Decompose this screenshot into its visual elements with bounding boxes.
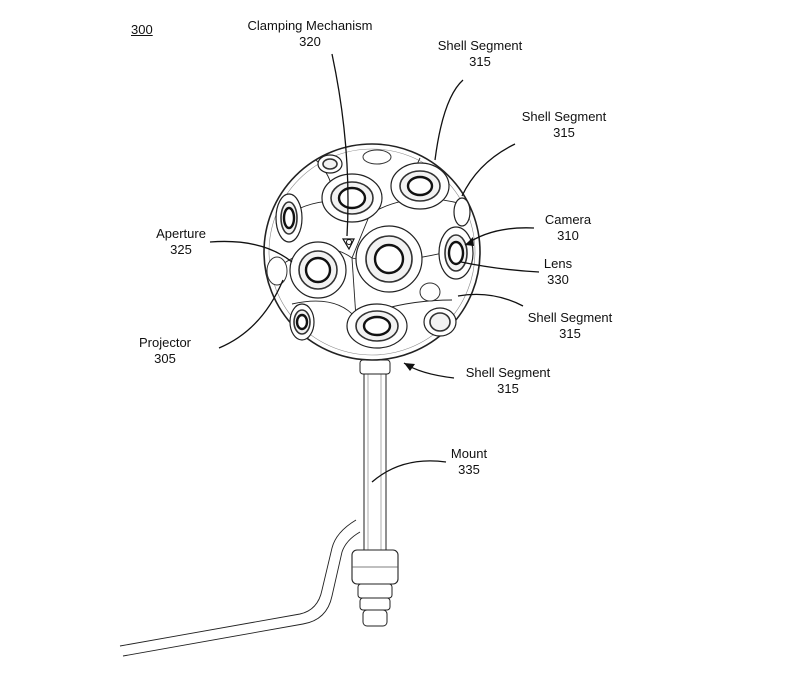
camera-unit (318, 155, 342, 173)
camera-unit (424, 308, 456, 336)
label-ref: 330 (534, 272, 582, 288)
label-shell-segment-bottom: Shell Segment 315 (458, 365, 558, 397)
camera-unit (290, 304, 314, 340)
camera-unit (439, 227, 473, 279)
mount-pole (352, 360, 398, 626)
label-name: Shell Segment (514, 109, 614, 125)
camera-unit (290, 242, 346, 298)
camera-unit (347, 304, 407, 348)
camera-unit (276, 194, 302, 242)
label-name: Projector (130, 335, 200, 351)
label-ref: 315 (520, 326, 620, 342)
figure-number: 300 (131, 22, 153, 37)
label-ref: 310 (534, 228, 602, 244)
label-shell-segment-top: Shell Segment 315 (430, 38, 530, 70)
label-ref: 315 (514, 125, 614, 141)
label-ref: 325 (145, 242, 217, 258)
label-aperture: Aperture 325 (145, 226, 217, 258)
label-name: Aperture (145, 226, 217, 242)
cable (120, 520, 360, 656)
camera-unit (322, 174, 382, 222)
label-shell-segment-right: Shell Segment 315 (520, 310, 620, 342)
label-ref: 335 (443, 462, 495, 478)
label-name: Shell Segment (458, 365, 558, 381)
label-shell-segment-upper-right: Shell Segment 315 (514, 109, 614, 141)
camera-unit (454, 198, 470, 226)
leader-shell-segment-upper-right (462, 144, 515, 196)
projector-window (267, 257, 287, 285)
label-projector: Projector 305 (130, 335, 200, 367)
label-name: Clamping Mechanism (238, 18, 382, 34)
camera-unit (356, 226, 422, 292)
arrowhead (404, 363, 415, 371)
label-name: Mount (443, 446, 495, 462)
label-name: Lens (534, 256, 582, 272)
aperture-opening (420, 283, 440, 301)
label-ref: 305 (130, 351, 200, 367)
label-ref: 320 (238, 34, 382, 50)
camera-sphere (264, 144, 480, 360)
label-lens: Lens 330 (534, 256, 582, 288)
label-mount: Mount 335 (443, 446, 495, 478)
label-camera: Camera 310 (534, 212, 602, 244)
label-ref: 315 (430, 54, 530, 70)
shell-opening (363, 150, 391, 164)
label-name: Camera (534, 212, 602, 228)
label-name: Shell Segment (430, 38, 530, 54)
camera-unit (391, 163, 449, 209)
label-name: Shell Segment (520, 310, 620, 326)
leader-shell-segment-top (435, 80, 463, 160)
label-clamping-mechanism: Clamping Mechanism 320 (238, 18, 382, 50)
label-ref: 315 (458, 381, 558, 397)
